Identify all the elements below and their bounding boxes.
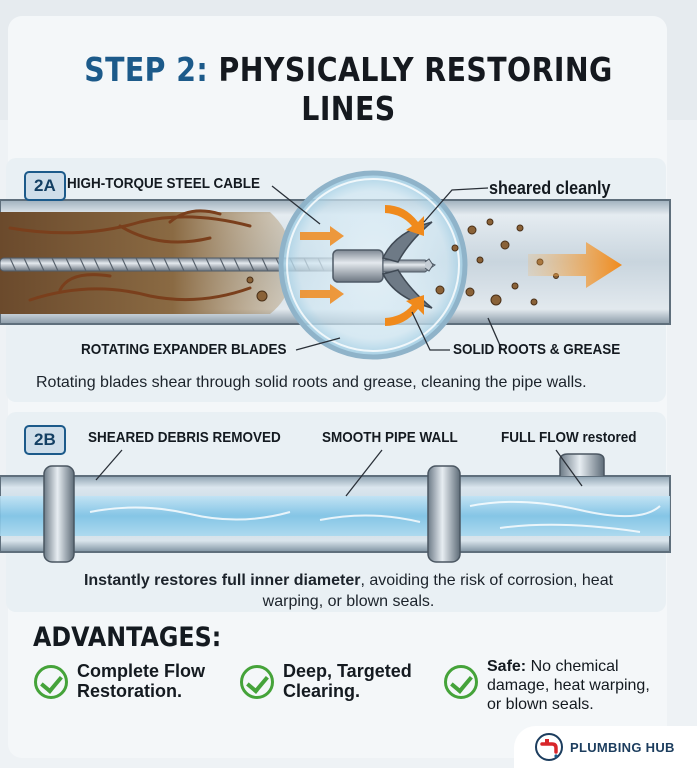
title-step: STEP 2: [84,50,209,89]
caption-rest: , avoiding the risk of corrosion, heat [360,572,614,589]
advantage-line: Clearing. [283,681,361,701]
advantage-line: or blown seals. [487,696,594,713]
advantage-line: No chemical [526,658,619,675]
brand-logo[interactable]: PLUMBING HUB [514,726,697,768]
caption-line2: warping, or blown seals. [262,593,435,610]
pipe-coupling-left [43,465,75,563]
check-icon [444,665,478,699]
logo-text: PLUMBING HUB [570,739,675,755]
advantage-line: Deep, Targeted [283,661,412,681]
advantage-item: Safe: No chemical damage, heat warping, … [444,657,650,714]
advantage-item: Complete Flow Restoration. [34,661,205,701]
rotation-arrows-icon [300,205,424,326]
advantage-item: Deep, Targeted Clearing. [240,661,412,701]
cutter-head-icon [332,221,436,309]
water-flow [0,496,670,536]
section-2b-badge: 2B [24,425,66,455]
section-2a-badge: 2A [24,171,66,201]
flow-arrow-icon [528,242,622,288]
section-2b-caption: Instantly restores full inner diameter, … [0,570,697,612]
advantage-line: Restoration. [77,681,183,701]
caption-bold: Instantly restores full inner diameter [83,572,361,589]
label-sheared-cleanly: sheared cleanly [489,178,611,198]
check-icon [240,665,274,699]
cleaning-diagram [0,170,671,360]
section-2a-caption: Rotating blades shear through solid root… [36,374,587,391]
label-sheared-debris: SHEARED DEBRIS REMOVED [88,429,281,446]
label-smooth-wall: SMOOTH PIPE WALL [322,429,458,446]
advantage-safe-label: Safe: [487,658,527,675]
label-steel-cable: HIGH-TORQUE STEEL CABLE [67,175,261,192]
label-full-flow: FULL FLOW restored [501,429,637,446]
restored-pipe-diagram [0,449,671,563]
title-text: PHYSICALLY RESTORING LINES [218,50,613,128]
advantages-title: ADVANTAGES: [33,622,222,653]
advantage-line: Complete Flow [77,661,206,681]
pipe-coupling-middle [427,465,461,563]
label-expander-blades: ROTATING EXPANDER BLADES [81,341,287,358]
faucet-icon [535,733,563,761]
page-title: STEP 2: PHYSICALLY RESTORING LINES [49,50,648,128]
roots-icon [8,209,252,302]
label-roots-grease: SOLID ROOTS & GREASE [453,341,621,358]
check-icon [34,665,68,699]
advantage-line: damage, heat warping, [487,677,650,694]
